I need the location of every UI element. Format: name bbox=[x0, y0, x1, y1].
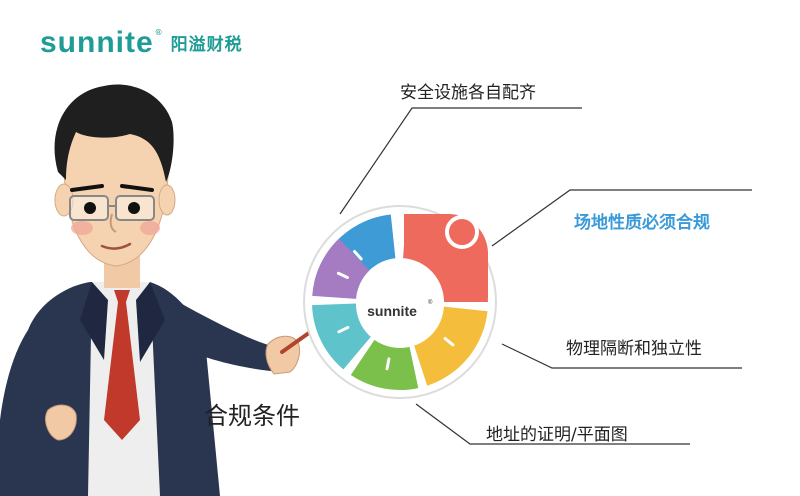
raised-arm bbox=[175, 300, 282, 372]
connector-lines bbox=[339, 107, 752, 445]
nose bbox=[109, 213, 117, 233]
caption-compliance-conditions: 合规条件 bbox=[204, 402, 300, 430]
label-site-compliance: 场地性质必须合规 bbox=[574, 213, 710, 233]
brand-chinese-name: 阳溢财税 bbox=[170, 35, 243, 55]
segment-purple bbox=[312, 238, 370, 299]
lower-hand bbox=[45, 404, 77, 441]
wheel-center-logo: sunnite bbox=[367, 303, 417, 319]
registered-mark: ® bbox=[154, 28, 163, 37]
connector-top-left bbox=[339, 107, 582, 215]
eye-right bbox=[128, 202, 140, 214]
hair bbox=[54, 84, 174, 182]
connector-right-top bbox=[491, 189, 752, 247]
presenter-character bbox=[0, 84, 332, 496]
segment-blue-tick bbox=[352, 249, 363, 261]
red-accent-dot bbox=[445, 215, 479, 249]
connector-bottom bbox=[415, 403, 690, 445]
segment-teal bbox=[312, 303, 372, 370]
lapel-left bbox=[80, 282, 108, 360]
tie bbox=[104, 290, 140, 440]
segment-green-tick bbox=[385, 357, 391, 371]
segment-purple-tick bbox=[336, 271, 349, 279]
label-safety-facilities: 安全设施各自配齐 bbox=[400, 83, 536, 103]
segment-teal-tick bbox=[337, 325, 350, 334]
cheek-right bbox=[140, 221, 160, 235]
brand-logo: sunnite ® 阳溢财税 bbox=[40, 28, 243, 58]
wheel-center-reg: ® bbox=[428, 299, 433, 306]
brow-left bbox=[70, 184, 104, 192]
label-physical-separation: 物理隔断和独立性 bbox=[566, 339, 702, 359]
wheel-inner-circle bbox=[356, 260, 444, 348]
segment-green bbox=[350, 338, 419, 391]
ear-right bbox=[158, 184, 176, 216]
conditions-wheel: sunnite ® bbox=[303, 205, 497, 399]
brow-right bbox=[120, 184, 154, 192]
lapel-right bbox=[136, 282, 165, 362]
cheek-left bbox=[71, 221, 93, 235]
eye-left bbox=[84, 202, 96, 214]
segment-yellow bbox=[413, 306, 488, 386]
mouth bbox=[100, 242, 132, 250]
label-address-proof: 地址的证明/平面图 bbox=[486, 425, 628, 445]
ear-left bbox=[54, 183, 74, 217]
segment-yellow-tick bbox=[443, 337, 455, 347]
connector-right-middle bbox=[501, 343, 742, 369]
brand-name: sunnite bbox=[40, 26, 154, 59]
